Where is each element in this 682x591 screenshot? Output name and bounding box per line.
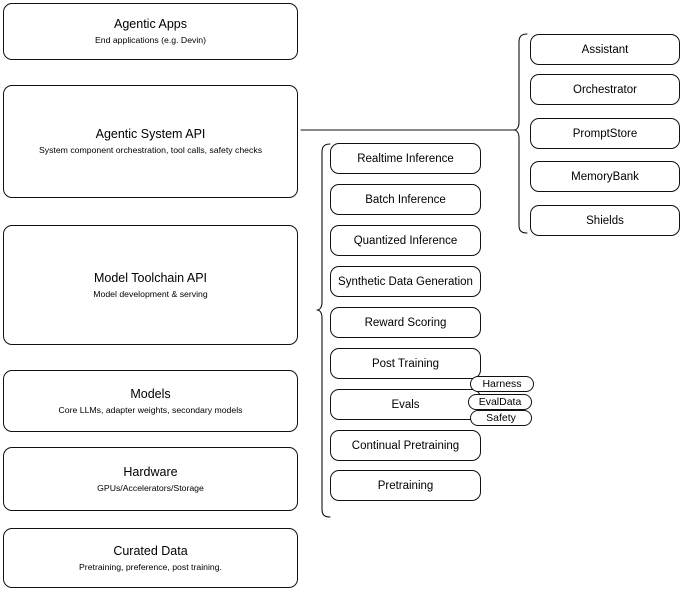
- middle-bracket: [316, 143, 331, 518]
- layer-subtitle-agentic-system-api: System component orchestration, tool cal…: [38, 145, 263, 155]
- system-component-box-assistant[interactable]: Assistant: [530, 34, 680, 65]
- layer-subtitle-agentic-apps: End applications (e.g. Devin): [94, 35, 207, 45]
- layer-title-agentic-system-api: Agentic System API: [95, 127, 206, 141]
- component-label-batch-inference: Batch Inference: [365, 193, 446, 206]
- layer-subtitle-curated-data: Pretraining, preference, post training.: [79, 561, 222, 572]
- layer-title-curated-data: Curated Data: [113, 543, 188, 558]
- system-component-label-shields: Shields: [586, 214, 624, 227]
- layer-title-model-toolchain-api: Model Toolchain API: [93, 270, 208, 285]
- component-label-synthetic-data-generation: Synthetic Data Generation: [338, 275, 473, 288]
- component-box-realtime-inference[interactable]: Realtime Inference: [330, 143, 481, 174]
- component-box-synthetic-data-generation[interactable]: Synthetic Data Generation: [330, 266, 481, 297]
- system-component-label-assistant: Assistant: [581, 43, 629, 56]
- layer-box-hardware[interactable]: Hardware GPUs/Accelerators/Storage: [3, 447, 298, 511]
- component-label-reward-scoring: Reward Scoring: [364, 316, 447, 329]
- system-component-box-orchestrator[interactable]: Orchestrator: [530, 74, 680, 105]
- component-label-post-training: Post Training: [371, 357, 440, 370]
- eval-chip-evaldata[interactable]: EvalData: [468, 394, 532, 410]
- layer-subtitle-models: Core LLMs, adapter weights, secondary mo…: [58, 404, 243, 415]
- component-box-quantized-inference[interactable]: Quantized Inference: [330, 225, 481, 256]
- component-label-pretraining: Pretraining: [377, 479, 434, 492]
- eval-chip-label-harness: Harness: [482, 378, 522, 390]
- system-component-label-orchestrator: Orchestrator: [573, 83, 637, 96]
- component-box-evals[interactable]: Evals: [330, 389, 481, 420]
- eval-chip-label-safety: Safety: [486, 412, 516, 424]
- component-box-post-training[interactable]: Post Training: [330, 348, 481, 379]
- layer-subtitle-model-toolchain-api: Model development & serving: [93, 288, 208, 299]
- system-component-box-promptstore[interactable]: PromptStore: [530, 118, 680, 149]
- layer-title-models: Models: [130, 386, 171, 401]
- component-box-batch-inference[interactable]: Batch Inference: [330, 184, 481, 215]
- system-component-label-memorybank: MemoryBank: [571, 170, 639, 183]
- component-box-reward-scoring[interactable]: Reward Scoring: [330, 307, 481, 338]
- layer-box-models[interactable]: Models Core LLMs, adapter weights, secon…: [3, 370, 298, 432]
- eval-chip-harness[interactable]: Harness: [470, 376, 534, 392]
- system-component-box-memorybank[interactable]: MemoryBank: [530, 161, 680, 192]
- system-component-label-promptstore: PromptStore: [572, 127, 638, 140]
- eval-chip-safety[interactable]: Safety: [470, 410, 532, 426]
- component-box-continual-pretraining[interactable]: Continual Pretraining: [330, 430, 481, 461]
- component-label-evals: Evals: [391, 398, 420, 411]
- layer-title-agentic-apps: Agentic Apps: [114, 17, 187, 31]
- component-label-continual-pretraining: Continual Pretraining: [351, 439, 460, 452]
- layer-box-agentic-apps[interactable]: Agentic Apps End applications (e.g. Devi…: [3, 3, 298, 60]
- layer-box-curated-data[interactable]: Curated Data Pretraining, preference, po…: [3, 528, 298, 588]
- right-bracket: [513, 33, 528, 234]
- component-label-quantized-inference: Quantized Inference: [353, 234, 458, 247]
- component-label-realtime-inference: Realtime Inference: [357, 152, 454, 165]
- layer-box-model-toolchain-api[interactable]: Model Toolchain API Model development & …: [3, 225, 298, 345]
- layer-box-agentic-system-api[interactable]: Agentic System API System component orch…: [3, 85, 298, 198]
- layer-title-hardware: Hardware: [123, 464, 178, 479]
- system-component-box-shields[interactable]: Shields: [530, 205, 680, 236]
- eval-chip-label-evaldata: EvalData: [478, 396, 522, 408]
- component-box-pretraining[interactable]: Pretraining: [330, 470, 481, 501]
- layer-subtitle-hardware: GPUs/Accelerators/Storage: [97, 482, 204, 493]
